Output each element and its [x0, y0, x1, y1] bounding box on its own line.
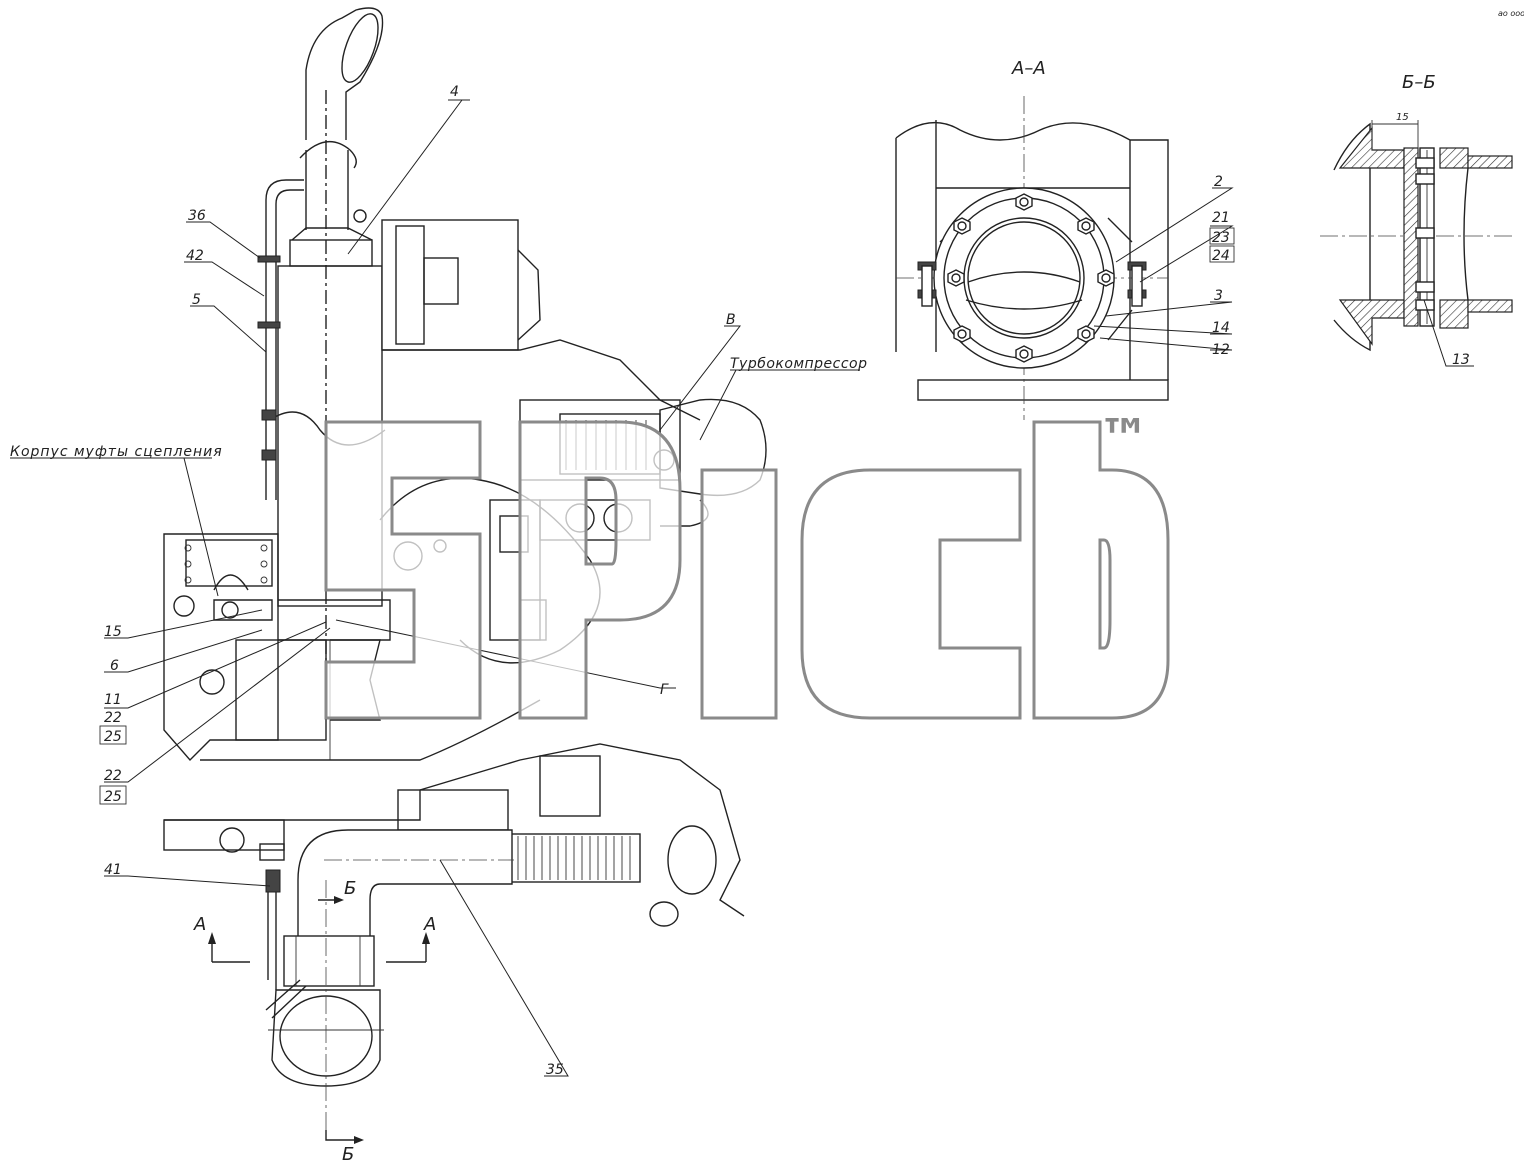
engine-block-top: [379, 219, 767, 664]
callout-5: 5: [192, 292, 201, 308]
callout-25b: 25: [104, 789, 122, 805]
callout-g: Г: [660, 682, 669, 698]
section-mark-b-top: Б: [344, 878, 356, 899]
callout-13: 13: [1452, 352, 1470, 368]
corner-mark: ao ooo: [1498, 9, 1524, 18]
callout-22a: 22: [104, 710, 122, 726]
callout-v: В: [726, 312, 736, 328]
watermark-trademark: ™: [1098, 409, 1150, 469]
callout-4: 4: [450, 84, 459, 100]
section-aa-title: А–А: [1011, 58, 1046, 79]
callout-2: 2: [1214, 174, 1223, 190]
section-bb-view: Б–Б 15 13: [1320, 72, 1513, 368]
section-bb-title: Б–Б: [1402, 72, 1436, 93]
lower-engine-view: [163, 743, 745, 1140]
callout-36: 36: [188, 208, 206, 224]
watermark-logo: ™: [324, 409, 1170, 720]
exhaust-stack: [269, 7, 386, 720]
callout-14: 14: [1212, 320, 1230, 336]
callout-22b: 22: [104, 768, 122, 784]
callout-6: 6: [110, 658, 119, 674]
callout-turbocharger: Турбокомпрессор: [730, 356, 868, 372]
callout-15: 15: [104, 624, 122, 640]
callout-11: 11: [104, 692, 122, 708]
section-mark-a-left: А: [193, 914, 206, 935]
callout-23: 23: [1212, 230, 1230, 246]
callout-12: 12: [1212, 342, 1230, 358]
callout-3: 3: [1214, 288, 1223, 304]
side-pipe: [257, 179, 304, 500]
section-mark-a-right: А: [423, 914, 436, 935]
section-mark-b-bottom: Б: [342, 1144, 354, 1165]
dimension-15: 15: [1396, 112, 1409, 123]
section-aa-view: А–А: [895, 58, 1235, 420]
callout-41: 41: [104, 862, 122, 878]
callout-42: 42: [186, 248, 204, 264]
section-cut-marks: [208, 896, 430, 1144]
callout-21: 21: [1212, 210, 1230, 226]
callout-24: 24: [1212, 248, 1230, 264]
callout-25a: 25: [104, 729, 122, 745]
callout-clutch-housing: Корпус муфты сцепления: [10, 444, 223, 460]
callout-35: 35: [546, 1062, 564, 1078]
flange-bolts: [947, 193, 1115, 363]
